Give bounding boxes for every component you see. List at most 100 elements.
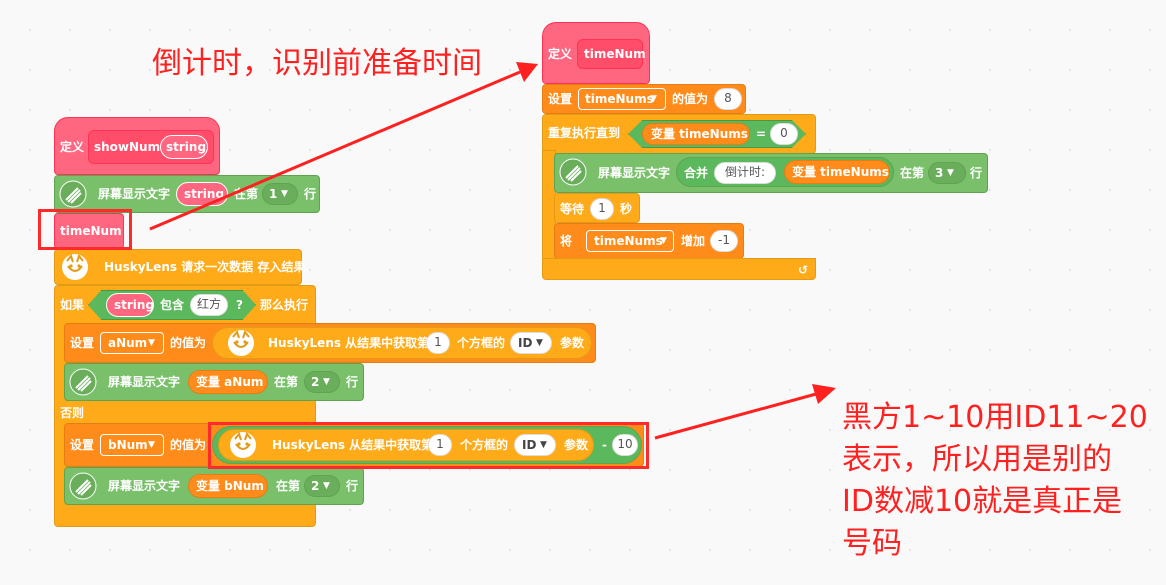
- huskylens-icon: [226, 328, 256, 358]
- husky-request-block[interactable]: [54, 249, 302, 285]
- chevron-down-icon: ▼: [536, 338, 543, 348]
- show-text-label: 屏幕显示文字: [598, 166, 671, 180]
- huskylens-icon: [228, 430, 258, 460]
- row-dropdown[interactable]: [262, 183, 298, 205]
- husky-get-label: HuskyLens 从结果中获取第: [268, 336, 430, 350]
- join-text-input[interactable]: 倒计时:: [714, 162, 776, 184]
- row-suffix-label: 行: [346, 479, 359, 493]
- variable-dropdown-label: timeNums: [585, 92, 654, 106]
- highlight-box-subtract: [208, 422, 649, 469]
- compare-value-input[interactable]: 0: [770, 123, 798, 145]
- proc-name-label: timeNum: [584, 47, 646, 61]
- contains-label: 包含: [160, 298, 185, 312]
- else-label: 否则: [60, 406, 85, 420]
- box-label: 个方框的: [457, 336, 506, 350]
- chevron-down-icon: ▼: [660, 236, 667, 246]
- param-label: 参数: [564, 438, 589, 452]
- row-dropdown-label: 3: [935, 166, 944, 180]
- set-label: 设置: [70, 438, 95, 452]
- variable-dropdown-timenums[interactable]: [578, 88, 666, 110]
- at-label: 在第: [234, 187, 259, 201]
- then-label: 那么执行: [260, 298, 309, 312]
- huskylens-icon: [60, 252, 90, 282]
- variable-reporter-label: 变量 bNum: [196, 479, 264, 493]
- param-dropdown-id[interactable]: [514, 434, 556, 456]
- param-dropdown-id[interactable]: [510, 332, 552, 354]
- variable-dropdown-label: timeNums: [594, 234, 663, 248]
- highlight-box-timenum-call: [38, 209, 132, 250]
- minus-label: -: [602, 438, 607, 452]
- init-value-input[interactable]: 8: [714, 88, 742, 110]
- row-suffix-label: 行: [346, 375, 359, 389]
- screen-display-icon: [58, 180, 88, 208]
- repeat-bottom-arm: [542, 258, 816, 280]
- screen-display-icon: [558, 158, 588, 186]
- join-label: 合并: [684, 166, 709, 180]
- chevron-down-icon: ▼: [148, 338, 155, 348]
- annotation-top-text: 倒计时，识别前准备时间: [152, 46, 482, 81]
- variable-reporter-timenums-2[interactable]: [784, 160, 890, 184]
- show-text-label: 屏幕显示文字: [108, 375, 181, 389]
- call-timenum-block[interactable]: [54, 213, 124, 249]
- variable-reporter-label: 变量 aNum: [196, 375, 264, 389]
- variable-dropdown-bnum[interactable]: [100, 434, 164, 456]
- value-of-label: 的值为: [170, 438, 207, 452]
- variable-reporter-label: 变量 timeNums: [792, 165, 889, 179]
- chevron-down-icon: ▼: [323, 377, 330, 387]
- variable-reporter-anum[interactable]: [188, 370, 268, 394]
- variable-dropdown-label: bNum: [108, 438, 148, 452]
- chevron-down-icon: ▼: [281, 189, 288, 199]
- chevron-down-icon: ▼: [540, 440, 547, 450]
- box-label: 个方框的: [460, 438, 509, 452]
- change-label: 将: [560, 234, 573, 248]
- string-reporter[interactable]: [106, 293, 154, 317]
- minus-value-input[interactable]: 10: [612, 434, 638, 456]
- value-of-label: 的值为: [672, 92, 709, 106]
- value-of-label: 的值为: [170, 336, 207, 350]
- chevron-down-icon: ▼: [323, 481, 330, 491]
- seconds-label: 秒: [620, 202, 633, 216]
- wait-value-input[interactable]: 1: [590, 198, 614, 220]
- chevron-down-icon: ▼: [148, 440, 155, 450]
- annotation-right-line-4: 号码: [842, 526, 902, 561]
- husky-get-label: HuskyLens 从结果中获取第: [272, 438, 434, 452]
- annotation-right-line-2: 表示，所以用是别的: [842, 442, 1112, 477]
- row-dropdown[interactable]: [304, 475, 340, 497]
- define-proc-name-timenum: [577, 39, 643, 69]
- set-label: 设置: [70, 336, 95, 350]
- at-label: 在第: [276, 479, 301, 493]
- variable-reporter-timenums[interactable]: [642, 123, 750, 145]
- variable-reporter-bnum[interactable]: [188, 474, 268, 498]
- string-reporter-label: string: [114, 298, 155, 312]
- variable-dropdown-label: aNum: [108, 336, 148, 350]
- annotation-right-line-3: ID数减10就是真正是: [842, 484, 1123, 519]
- show-text-label: 屏幕显示文字: [98, 187, 171, 201]
- equals-label: =: [756, 127, 767, 141]
- row-dropdown-label: 2: [311, 375, 320, 389]
- variable-dropdown-anum[interactable]: [100, 332, 164, 354]
- at-label: 在第: [274, 375, 299, 389]
- loop-arrow-icon: ↺: [798, 263, 809, 277]
- row-dropdown[interactable]: [928, 162, 966, 184]
- param-dropdown-label: ID: [518, 336, 533, 350]
- param-label: 参数: [560, 336, 585, 350]
- proc-name-label: showNum: [94, 140, 161, 154]
- row-dropdown-label: 1: [269, 187, 278, 201]
- set-label: 设置: [548, 92, 573, 106]
- box-index-input[interactable]: 1: [428, 434, 452, 456]
- param-label: string: [166, 140, 207, 154]
- box-index-input[interactable]: 1: [426, 332, 450, 354]
- row-dropdown[interactable]: [304, 371, 340, 393]
- define-label: 定义: [60, 140, 85, 154]
- at-label: 在第: [900, 166, 925, 180]
- if-label: 如果: [60, 298, 85, 312]
- husky-request-label: HuskyLens 请求一次数据 存入结果: [104, 260, 306, 274]
- param-string-label: string: [184, 187, 225, 201]
- repeat-until-label: 重复执行直到: [548, 126, 621, 140]
- screen-display-icon: [68, 368, 98, 396]
- contains-value-input[interactable]: 红方: [190, 294, 228, 316]
- call-timenum-label: timeNum: [60, 224, 122, 238]
- variable-dropdown-timenums-2[interactable]: [586, 230, 674, 252]
- chevron-down-icon: ▼: [947, 168, 954, 178]
- change-value-input[interactable]: -1: [710, 230, 738, 252]
